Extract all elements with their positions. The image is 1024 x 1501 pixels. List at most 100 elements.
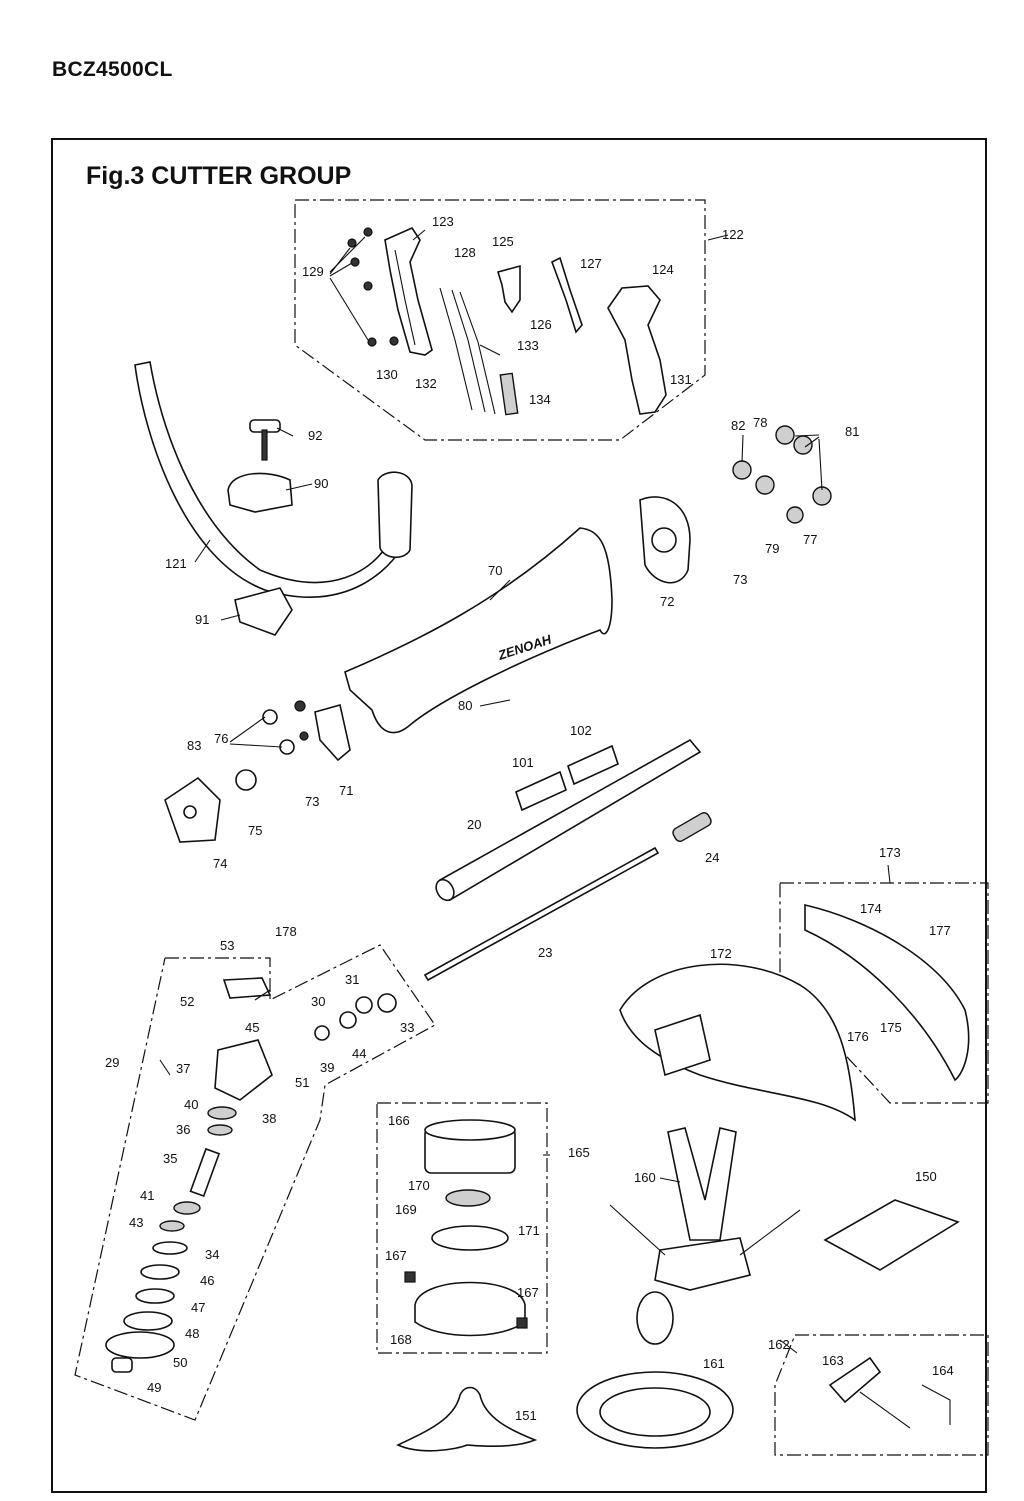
part-label: 29 bbox=[105, 1055, 119, 1070]
part-label: 71 bbox=[339, 783, 353, 798]
group-box-165 bbox=[376, 1102, 548, 1354]
handle-knob-bolt bbox=[249, 419, 281, 461]
leader-lines bbox=[159, 229, 891, 1354]
part-label: 175 bbox=[880, 1020, 902, 1035]
handle-cover-right bbox=[607, 285, 667, 415]
part-label: 45 bbox=[245, 1020, 259, 1035]
part-label: 83 bbox=[187, 738, 201, 753]
dampers-76 bbox=[262, 700, 309, 755]
part-label: 130 bbox=[376, 367, 398, 382]
clutch-plate bbox=[639, 496, 691, 584]
part-label: 132 bbox=[415, 376, 437, 391]
part-label: 23 bbox=[538, 945, 552, 960]
part-label: 171 bbox=[518, 1223, 540, 1238]
part-label: 177 bbox=[929, 923, 951, 938]
part-label: 53 bbox=[220, 938, 234, 953]
engine-cover: ZENOAH bbox=[344, 527, 613, 734]
part-label: 164 bbox=[932, 1363, 954, 1378]
tube-grip-101 bbox=[515, 770, 567, 812]
throttle-cables bbox=[439, 287, 519, 416]
part-label: 48 bbox=[185, 1326, 199, 1341]
part-label: 163 bbox=[822, 1353, 844, 1368]
part-label: 131 bbox=[670, 372, 692, 387]
part-label: 73 bbox=[733, 572, 747, 587]
part-label: 46 bbox=[200, 1273, 214, 1288]
part-label: 34 bbox=[205, 1247, 219, 1262]
figure-title: Fig.3 CUTTER GROUP bbox=[86, 162, 352, 190]
gear-case-parts bbox=[105, 977, 397, 1373]
group-box-162 bbox=[774, 1334, 989, 1456]
part-label: 80 bbox=[458, 698, 472, 713]
part-label: 38 bbox=[262, 1111, 276, 1126]
nylon-cutter-head bbox=[404, 1119, 528, 1337]
part-label: 91 bbox=[195, 612, 209, 627]
part-label: 90 bbox=[314, 476, 328, 491]
part-label: 77 bbox=[803, 532, 817, 547]
part-label: 33 bbox=[400, 1020, 414, 1035]
cutter-guard bbox=[619, 963, 856, 1122]
part-label: 169 bbox=[395, 1202, 417, 1217]
part-label: 24 bbox=[705, 850, 719, 865]
metal-blade bbox=[396, 1386, 538, 1452]
group-box-173 bbox=[779, 882, 989, 1104]
part-label: 167 bbox=[385, 1248, 407, 1263]
part-label: 39 bbox=[320, 1060, 334, 1075]
part-label: 92 bbox=[308, 428, 322, 443]
part-label: 52 bbox=[180, 994, 194, 1009]
tube-grip-102 bbox=[567, 744, 619, 786]
bracket-71 bbox=[314, 704, 351, 762]
part-label: 41 bbox=[140, 1188, 154, 1203]
drive-shaft bbox=[423, 846, 660, 982]
spring-parts-82-81 bbox=[732, 425, 832, 524]
part-label: 129 bbox=[302, 264, 324, 279]
part-label: 31 bbox=[345, 972, 359, 987]
part-label: 73 bbox=[305, 794, 319, 809]
part-label: 126 bbox=[530, 317, 552, 332]
part-label: 75 bbox=[248, 823, 262, 838]
part-label: 128 bbox=[454, 245, 476, 260]
part-label: 81 bbox=[845, 424, 859, 439]
part-label: 51 bbox=[295, 1075, 309, 1090]
part-label: 76 bbox=[214, 731, 228, 746]
part-label: 151 bbox=[515, 1408, 537, 1423]
part-label: 82 bbox=[731, 418, 745, 433]
part-label: 40 bbox=[184, 1097, 198, 1112]
part-label: 167 bbox=[517, 1285, 539, 1300]
part-label: 172 bbox=[710, 946, 732, 961]
part-label: 168 bbox=[390, 1332, 412, 1347]
part-label: 170 bbox=[408, 1178, 430, 1193]
part-label: 121 bbox=[165, 556, 187, 571]
part-label: 166 bbox=[388, 1113, 410, 1128]
guard-ring bbox=[576, 1371, 734, 1449]
main-tube bbox=[435, 738, 702, 902]
part-label: 174 bbox=[860, 901, 882, 916]
group-box-122 bbox=[294, 199, 706, 441]
part-label: 178 bbox=[275, 924, 297, 939]
part-label: 176 bbox=[847, 1029, 869, 1044]
part-label: 102 bbox=[570, 723, 592, 738]
part-label: 134 bbox=[529, 392, 551, 407]
part-label: 161 bbox=[703, 1356, 725, 1371]
throttle-trigger bbox=[496, 264, 521, 314]
part-label: 30 bbox=[311, 994, 325, 1009]
part-label: 127 bbox=[580, 256, 602, 271]
part-label: 74 bbox=[213, 856, 227, 871]
figure-frame bbox=[51, 138, 987, 1493]
part-label: 79 bbox=[765, 541, 779, 556]
handle-clamp-lower bbox=[234, 587, 293, 636]
group-box-29 bbox=[74, 944, 436, 1421]
guard-extension bbox=[804, 903, 970, 1082]
part-label: 133 bbox=[517, 338, 539, 353]
part-label: 125 bbox=[492, 234, 514, 249]
instruction-manual bbox=[823, 1199, 960, 1271]
part-label: 37 bbox=[176, 1061, 190, 1076]
part-labels: 122 123 129 128 125 127 124 126 133 130 … bbox=[105, 214, 954, 1423]
part-label: 101 bbox=[512, 755, 534, 770]
part-label: 70 bbox=[488, 563, 502, 578]
part-label: 20 bbox=[467, 817, 481, 832]
clamp-75 bbox=[235, 769, 257, 791]
part-label: 47 bbox=[191, 1300, 205, 1315]
tool-kit bbox=[828, 1356, 951, 1429]
handle-clamp-upper bbox=[227, 472, 293, 513]
